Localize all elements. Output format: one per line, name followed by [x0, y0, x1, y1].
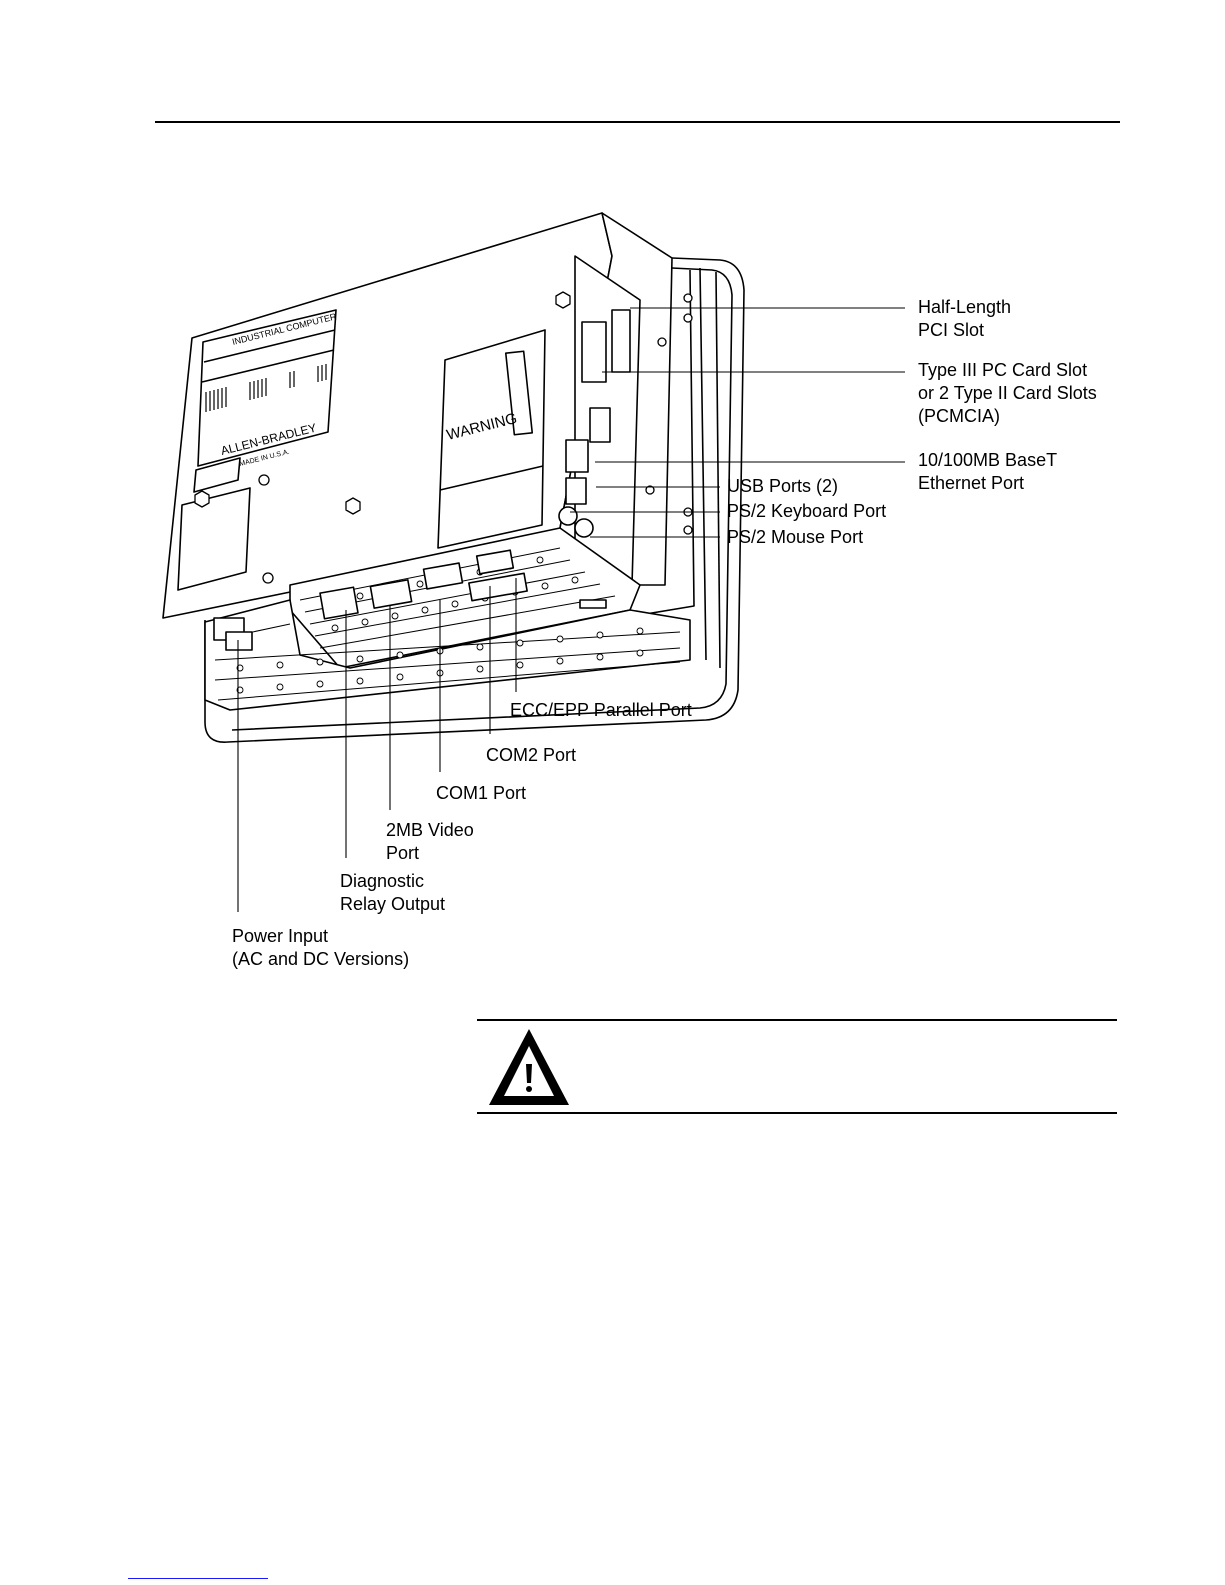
callout-text: PCI Slot	[918, 320, 985, 340]
callout-text: Type III PC Card Slot	[918, 360, 1088, 380]
callout-text: (PCMCIA)	[918, 406, 1000, 426]
callout-ethernet-port: 10/100MB BaseT Ethernet Port	[918, 449, 1057, 495]
callout-text: or 2 Type II Card Slots	[918, 383, 1097, 403]
attention-top-rule	[477, 1019, 1117, 1021]
callout-text: Port	[386, 843, 420, 863]
callout-diagnostic-relay-output: Diagnostic Relay Output	[340, 870, 445, 916]
screws	[194, 291, 693, 584]
bottom-ports	[213, 549, 528, 651]
callout-parallel-port: ECC/EPP Parallel Port	[510, 699, 692, 722]
callout-video-port: 2MB Video Port	[386, 819, 474, 865]
callout-usb-ports: USB Ports (2)	[727, 475, 838, 498]
header-rule	[155, 121, 1120, 123]
callout-ps2-keyboard-port: PS/2 Keyboard Port	[727, 500, 886, 523]
callout-text: PS/2 Mouse Port	[727, 527, 864, 547]
callout-text: Relay Output	[340, 894, 446, 914]
callout-text: USB Ports (2)	[727, 476, 839, 496]
device-rear-view-illustration: INDUSTRIAL COMPUTER ALLEN-BRADLEY MADE I…	[162, 212, 905, 912]
footer-link-underline[interactable]	[128, 1578, 268, 1579]
power-label	[177, 487, 251, 591]
callout-power-input: Power Input (AC and DC Versions)	[232, 925, 409, 971]
callout-com1-port: COM1 Port	[436, 782, 526, 805]
callout-ps2-mouse-port: PS/2 Mouse Port	[727, 526, 863, 549]
callout-text: Half-Length	[918, 297, 1012, 317]
product-label	[197, 309, 337, 467]
bezel-frame	[204, 257, 745, 743]
callout-text: PS/2 Keyboard Port	[727, 501, 887, 521]
callout-text: 2MB Video	[386, 820, 474, 840]
callout-text: COM2 Port	[486, 745, 577, 765]
callout-text: Power Input	[232, 926, 329, 946]
callout-text: Diagnostic	[340, 871, 425, 891]
callout-text: ECC/EPP Parallel Port	[510, 700, 692, 720]
callout-text: 10/100MB BaseT	[918, 450, 1058, 470]
callout-com2-port: COM2 Port	[486, 744, 576, 767]
callout-text: (AC and DC Versions)	[232, 949, 410, 969]
attention-bottom-rule	[477, 1112, 1117, 1114]
callout-half-length-pci-slot: Half-Length PCI Slot	[918, 296, 1011, 342]
callout-text: COM1 Port	[436, 783, 527, 803]
callout-pc-card-slot: Type III PC Card Slot or 2 Type II Card …	[918, 359, 1097, 428]
warning-triangle-icon	[489, 1029, 569, 1105]
leader-lines	[237, 307, 905, 912]
callout-text: Ethernet Port	[918, 473, 1025, 493]
